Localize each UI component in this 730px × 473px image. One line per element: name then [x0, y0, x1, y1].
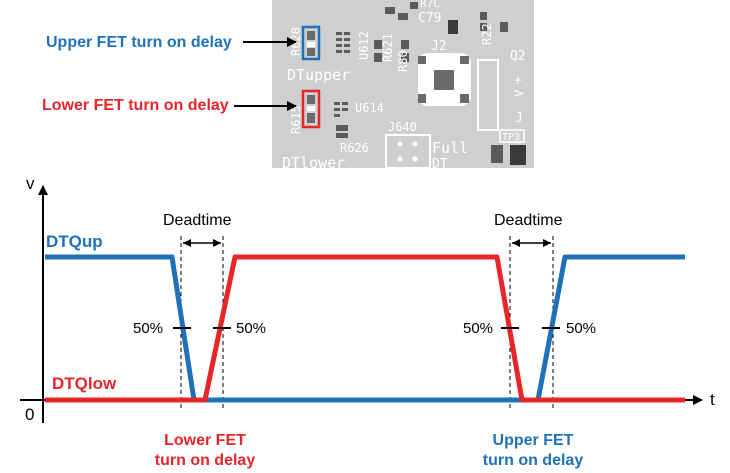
silk-r626: R626 — [340, 141, 369, 155]
upper-fet-callout-label: Upper FET turn on delay — [46, 34, 232, 51]
x-axis-label: t — [710, 390, 715, 409]
dtqup-waveform — [45, 254, 685, 403]
silk-dtupper: DTupper — [287, 66, 350, 84]
fifty-percent-label: 50% — [566, 320, 596, 337]
smd-part — [480, 12, 487, 20]
deadtime-arrow-left — [183, 239, 221, 247]
upper-fet-delay-label-line1: Upper FET — [493, 432, 574, 449]
lower-resistor-pad — [307, 113, 315, 123]
smd-part — [401, 40, 409, 49]
fifty-percent-label: 50% — [463, 320, 493, 337]
silk-j2: J2 — [431, 39, 447, 54]
u612-chip — [336, 32, 350, 53]
deadtime-label-right: Deadtime — [494, 212, 563, 229]
upper-resistor-highlight — [301, 25, 321, 61]
y-axis-label: v — [26, 174, 35, 193]
lower-resistor-body — [307, 106, 315, 111]
smd-part — [500, 22, 508, 32]
silk-j: J — [515, 111, 523, 126]
origin-label: 0 — [25, 405, 34, 424]
fifty-percent-label: 50% — [236, 320, 266, 337]
lower-fet-callout-label: Lower FET turn on delay — [42, 97, 229, 114]
pcb-photo: R620 U612 R621 R80 C79 R7C J2 R22 Q2 + V… — [270, 0, 534, 172]
signal-label-dtqlow: DTQlow — [52, 374, 117, 393]
silk-top-frag: R7C — [420, 0, 440, 10]
j2-connector — [418, 53, 471, 106]
pcb-background — [271, 0, 534, 168]
smd-part — [480, 23, 487, 31]
upper-fet-delay-label-line2: turn on delay — [483, 452, 584, 469]
lower-fet-delay-label-line1: Lower FET — [164, 432, 246, 449]
smd-part — [491, 145, 503, 163]
silk-r22: R22 — [480, 23, 494, 45]
silk-full: Full — [432, 139, 468, 157]
smd-part — [374, 53, 382, 62]
lower-fet-delay-label-line2: turn on delay — [155, 452, 256, 469]
smd-part — [374, 40, 382, 49]
silk-v: V — [512, 90, 526, 97]
smd-part — [385, 7, 395, 14]
deadtime-label-left: Deadtime — [163, 212, 232, 229]
deadtime-arrow-right — [512, 239, 551, 247]
fifty-percent-label: 50% — [133, 320, 163, 337]
silk-r615: R615 — [289, 105, 303, 134]
smd-part — [401, 53, 409, 62]
silk-dt: DT — [432, 157, 448, 172]
silk-r621: R621 — [381, 33, 395, 62]
silk-plus: + — [514, 73, 522, 88]
silk-dtlower: DTlower — [282, 154, 345, 172]
upper-resistor-pad — [307, 31, 315, 40]
silk-tp3: TP3 — [502, 132, 520, 143]
silk-c79: C79 — [418, 11, 441, 26]
smd-part — [510, 145, 526, 165]
tp3-outline — [499, 129, 525, 143]
lower-resistor-pad — [307, 95, 315, 104]
smd-part — [410, 2, 418, 9]
silk-q2: Q2 — [510, 49, 526, 64]
smd-part — [448, 20, 458, 34]
silk-j640: J640 — [388, 120, 417, 134]
silk-outline — [477, 59, 499, 131]
silk-r80: R80 — [396, 50, 410, 72]
u614-chip — [334, 102, 348, 138]
silk-u614: U614 — [355, 101, 384, 115]
upper-resistor-pad — [307, 48, 315, 56]
dtqlow-waveform — [45, 254, 685, 403]
silk-u612: U612 — [357, 31, 371, 60]
j640-header — [385, 134, 431, 169]
lower-resistor-highlight — [301, 89, 321, 129]
smd-part — [398, 13, 408, 20]
timing-diagram: v t 0 Deadtime Deadtime DTQup DTQlow — [20, 174, 715, 469]
signal-label-dtqup: DTQup — [46, 232, 103, 251]
upper-resistor-body — [307, 42, 315, 47]
